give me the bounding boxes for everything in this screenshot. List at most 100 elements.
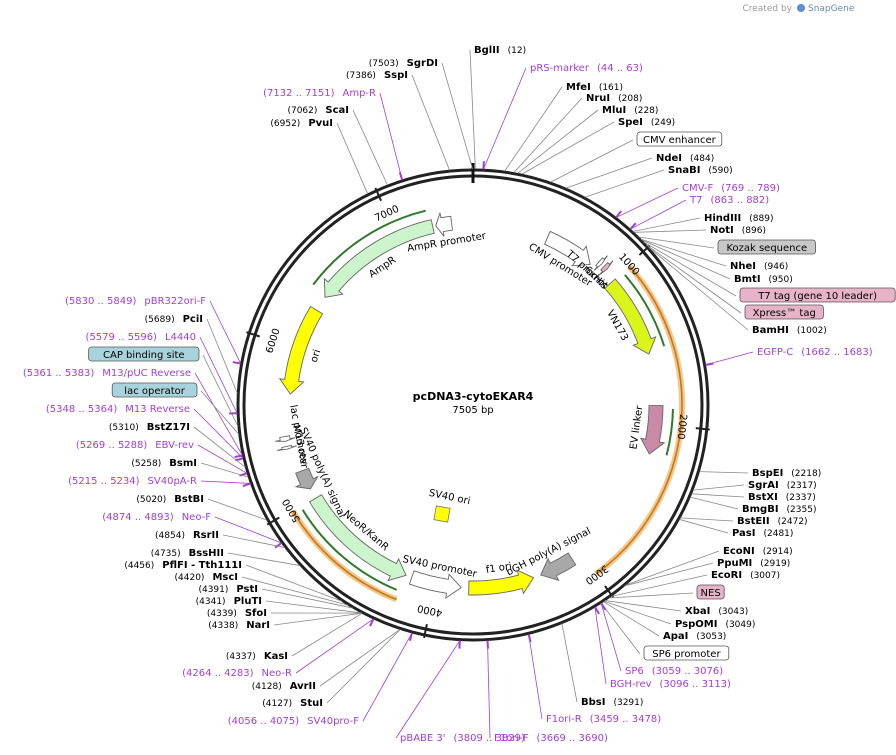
site-pasi[interactable]: PasI(2481): [679, 519, 793, 539]
label-text: (4339)SfoI: [207, 608, 267, 619]
site-bspei[interactable]: BspEI(2218): [699, 468, 821, 479]
tick-label: 4000: [416, 602, 443, 618]
primer-sv40pro-f[interactable]: (4056 .. 4075)SV40pro-F: [228, 632, 413, 727]
site-bmti[interactable]: BmtI(950): [641, 239, 793, 285]
primer-f1ori-r[interactable]: F1ori-R(3459 .. 3478): [527, 634, 662, 725]
primer-f1ori-f[interactable]: F1ori-F(3669 .. 3690): [486, 640, 608, 744]
primer-bgh-rev[interactable]: BGH-rev(3096 .. 3113): [594, 606, 731, 690]
primer-amp-r[interactable]: (7132 .. 7151)Amp-R: [263, 88, 404, 181]
feature-tag-cmv-enhancer[interactable]: CMV enhancer: [550, 131, 723, 183]
site-hindiii[interactable]: HindIII(889): [632, 213, 774, 232]
primer-m13-reverse[interactable]: (5348 .. 5364)M13 Reverse: [46, 404, 244, 462]
tag-box: [643, 645, 730, 661]
site-bstz17i[interactable]: (5310)BstZ17I: [109, 422, 246, 468]
primer-neo-r[interactable]: (4264 .. 4283)Neo-R: [182, 618, 375, 679]
label-leader: [680, 517, 734, 522]
site-sspi[interactable]: (7386)SspI: [346, 70, 450, 171]
site-stui[interactable]: (4127)StuI: [262, 629, 401, 709]
primer-ebv-rev[interactable]: (5269 .. 5288)EBV-rev: [76, 440, 248, 477]
site-snabi[interactable]: SnaBI(590): [584, 165, 733, 198]
primer-sp6[interactable]: SP6(3059 .. 3076): [600, 602, 723, 677]
primer-prs-marker[interactable]: pRS-marker(44 .. 63): [482, 63, 643, 170]
site-avrii[interactable]: (4128)AvrII: [252, 629, 401, 692]
site-kasi[interactable]: (4337)KasI: [226, 612, 363, 662]
label-leader: [362, 632, 413, 722]
feature-tag-t7-tag-gene-10-leader[interactable]: T7 tag (gene 10 leader): [643, 241, 896, 303]
feature-neor-kanr: [308, 494, 407, 582]
feature-label: f1 ori: [485, 561, 512, 576]
site-nhei[interactable]: NheI(946): [640, 238, 788, 272]
label-text: (4056 .. 4075)SV40pro-F: [228, 716, 359, 727]
feature-t7-promoter: [593, 255, 608, 271]
site-apai[interactable]: ApaI(3053): [603, 601, 726, 642]
primer-neo-f[interactable]: (4874 .. 4893)Neo-F: [102, 512, 283, 549]
site-bsteii[interactable]: BstEII(2472): [680, 516, 808, 527]
site-pvui[interactable]: (6952)PvuI: [270, 118, 368, 195]
site-sgrdi[interactable]: (7503)SgrDI: [369, 58, 473, 170]
site-ecori[interactable]: EcoRI(3007): [610, 570, 780, 597]
site-pspomi[interactable]: PspOMI(3049): [603, 600, 755, 630]
primer-sv40pa-r[interactable]: (5215 .. 5234)SV40pA-R: [68, 476, 251, 488]
primer-m13-puc-reverse[interactable]: (5361 .. 5383)M13/pUC Reverse: [23, 368, 243, 459]
site-bmgbi[interactable]: BmgBI(2355): [690, 496, 816, 515]
tag-label: Kozak sequence: [726, 243, 807, 254]
site-mfei[interactable]: MfeI(161): [504, 82, 623, 172]
label-text: SpeI(249): [618, 117, 675, 128]
label-text: (4127)StuI: [262, 698, 323, 709]
site-pluti[interactable]: (4341)PluTI: [196, 596, 362, 614]
label-text: (4456)PflFI - Tth111I: [124, 560, 242, 571]
site-ppumi[interactable]: PpuMI(2919): [624, 558, 791, 587]
site-bbsi[interactable]: BbsI(3291): [561, 623, 643, 708]
site-pcii[interactable]: (5689)PciI: [145, 314, 238, 394]
primer-pbr322ori-f[interactable]: (5830 .. 5849)pBR322ori-F: [65, 296, 242, 365]
label-text: (7062)ScaI: [287, 105, 349, 116]
feature-tag-nes[interactable]: NES: [608, 584, 725, 600]
site-ndei[interactable]: NdeI(484): [565, 153, 714, 189]
feature-tag-lac-operator[interactable]: lac operator: [111, 382, 240, 435]
feature-tag-kozak-sequence[interactable]: Kozak sequence: [638, 236, 816, 255]
site-bstxi[interactable]: BstXI(2337): [691, 492, 816, 503]
site-rsrii[interactable]: (4854)RsrII: [155, 530, 286, 548]
site-psti[interactable]: (4391)PstI: [198, 584, 353, 609]
site-bsmi[interactable]: (5258)BsmI: [131, 458, 249, 478]
feature-tag-xpress-tag[interactable]: Xpress™ tag: [646, 244, 824, 320]
site-spei[interactable]: SpeI(249): [521, 117, 675, 175]
site-bglii[interactable]: BglII(12): [469, 45, 526, 170]
site-nrui[interactable]: NruI(208): [513, 93, 642, 173]
site-sgrai[interactable]: SgrAI(2317): [693, 480, 817, 491]
site-sfoi[interactable]: (4339)SfoI: [207, 608, 362, 619]
site-bsshii[interactable]: (4735)BssHII: [151, 548, 301, 566]
label-text: F1ori-R(3459 .. 3478): [546, 714, 661, 725]
label-text: (4264 .. 4283)Neo-R: [182, 668, 292, 679]
site-scai[interactable]: (7062)ScaI: [287, 105, 388, 186]
site-nari[interactable]: (4338)NarI: [208, 612, 362, 631]
feature-tag-sp6-promoter[interactable]: SP6 promoter: [600, 602, 730, 661]
site-bamhi[interactable]: BamHI(1002): [648, 246, 827, 336]
label-text: XbaI(3043): [685, 606, 748, 617]
primer-pbabe-3[interactable]: pBABE 3'(3809 .. 3829): [395, 640, 525, 744]
primer-mark: [398, 171, 404, 181]
primer-egfp-c[interactable]: EGFP-C(1662 .. 1683): [705, 347, 873, 366]
tag-label: Xpress™ tag: [753, 308, 816, 319]
site-msci[interactable]: (4420)MscI: [175, 572, 348, 606]
tag-box: [717, 239, 816, 255]
primer-cmv-f[interactable]: CMV-F(769 .. 789): [615, 183, 780, 219]
site-econi[interactable]: EcoNI(2914): [625, 546, 793, 586]
label-leader: [608, 592, 694, 599]
label-text: (4420)MscI: [175, 572, 239, 583]
label-text: BGH-rev(3096 .. 3113): [610, 679, 731, 690]
site-mlui[interactable]: MluI(228): [517, 105, 659, 174]
label-leader: [326, 629, 401, 704]
feature-tag-cap-binding-site[interactable]: CAP binding site: [88, 346, 239, 427]
label-leader: [561, 623, 578, 703]
primer-t7[interactable]: T7(863 .. 882): [629, 195, 769, 230]
label-text: (5348 .. 5364)M13 Reverse: [46, 404, 190, 415]
site-xbai[interactable]: XbaI(3043): [605, 600, 748, 617]
site-bstbi[interactable]: (5020)BstBI: [136, 494, 268, 521]
label-leader: [241, 576, 348, 606]
tick-label: 3000: [583, 562, 610, 586]
primer-l4440[interactable]: (5579 .. 5596)L4440: [86, 332, 238, 415]
site-pflfi-tth111i[interactable]: (4456)PflFI - Tth111I: [124, 560, 343, 602]
tag-label: lac operator: [124, 386, 185, 397]
site-noti[interactable]: NotI(896): [633, 225, 766, 236]
